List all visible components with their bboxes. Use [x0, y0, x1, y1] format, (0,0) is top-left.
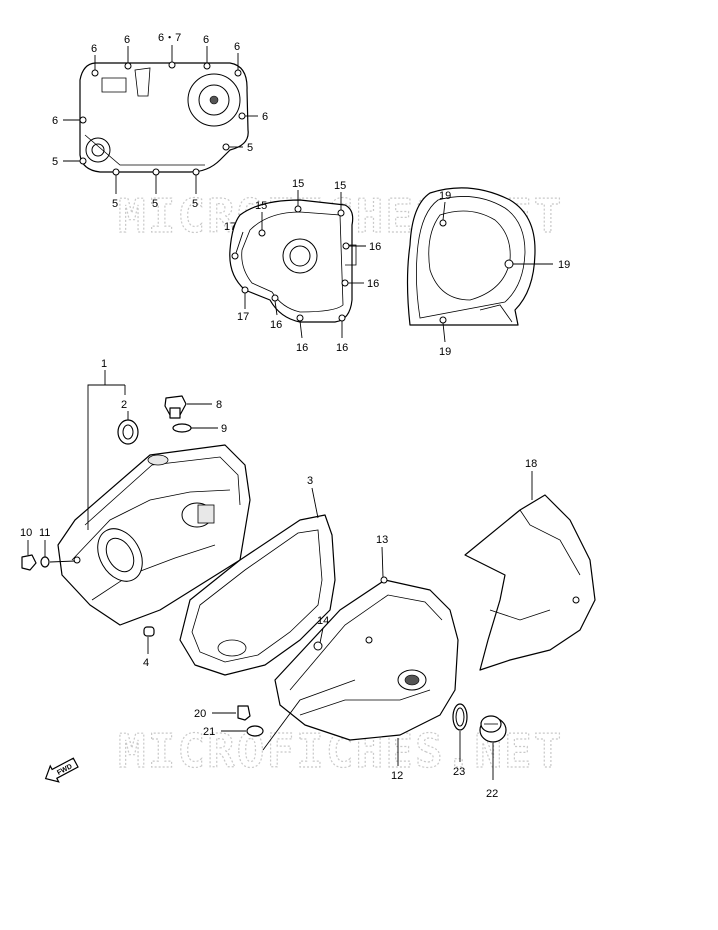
callout-23: 23: [453, 766, 465, 778]
callout-16d: 16: [296, 342, 308, 354]
callout-19a: 19: [439, 190, 451, 202]
o-ring-9: [172, 423, 192, 433]
callout-5d: 5: [152, 198, 158, 210]
gasket-3: [179, 514, 336, 676]
callout-15b: 15: [334, 180, 346, 192]
callout-6f: 6: [262, 111, 268, 123]
magneto-inner-cover: [229, 199, 357, 323]
callout-1: 1: [101, 358, 107, 370]
clutch-cover-inner-top: [79, 61, 249, 176]
oil-seal-2: [117, 419, 139, 445]
leaders-top-left: [63, 45, 258, 194]
callout-18: 18: [525, 458, 537, 470]
callout-5e: 5: [192, 198, 198, 210]
drain-bolt-10: [21, 554, 37, 571]
callout-15c: 15: [255, 200, 267, 212]
callout-5a: 5: [52, 156, 58, 168]
washer-11: [40, 556, 50, 568]
callout-16a: 16: [369, 241, 381, 253]
dowel-4: [143, 626, 155, 637]
decorative-cover-18: [464, 494, 596, 671]
callout-5c: 5: [112, 198, 118, 210]
leaders-bottom-left: [27, 370, 218, 654]
callout-19b: 19: [558, 259, 570, 271]
callout-6b: 6: [124, 34, 130, 46]
leader-3: [311, 487, 319, 519]
crankcase-cover-assy: [57, 444, 251, 626]
callout-20: 20: [194, 708, 206, 720]
callout-21: 21: [203, 726, 215, 738]
callout-11: 11: [39, 527, 50, 539]
leaders-middle: [235, 190, 366, 339]
callout-4: 4: [143, 657, 149, 669]
callout-6e: 6: [52, 115, 58, 127]
callout-16e: 16: [336, 342, 348, 354]
leaders-outer-cover: [262, 546, 399, 766]
callout-13: 13: [376, 534, 388, 546]
gasket-21: [246, 725, 264, 737]
callout-17b: 17: [237, 311, 249, 323]
callout-8: 8: [216, 399, 222, 411]
callout-6c: 6: [203, 34, 209, 46]
outer-cover-12: [274, 576, 459, 741]
plug-20: [237, 705, 251, 721]
leaders-right-top: [442, 201, 553, 343]
callout-22: 22: [486, 788, 498, 800]
callout-16b: 16: [367, 278, 379, 290]
bolt-set-top: [79, 61, 246, 176]
filler-cap-8: [164, 395, 187, 419]
callout-15a: 15: [292, 178, 304, 190]
callout-14: 14: [317, 615, 329, 627]
callout-17a: 17: [224, 221, 236, 233]
plug-22: [479, 715, 507, 743]
callout-5b: 5: [247, 142, 253, 154]
callout-6d: 6: [234, 41, 240, 53]
callout-6-7: 6・7: [158, 32, 181, 44]
callout-9: 9: [221, 423, 227, 435]
callout-16c: 16: [270, 319, 282, 331]
magneto-outer-cover: [406, 187, 536, 326]
callout-12: 12: [391, 770, 403, 782]
callout-19c: 19: [439, 346, 451, 358]
callout-6a: 6: [91, 43, 97, 55]
fwd-arrow-icon: FWD: [44, 757, 79, 783]
callout-3: 3: [307, 475, 313, 487]
callout-2: 2: [121, 399, 127, 411]
callout-10: 10: [20, 527, 32, 539]
